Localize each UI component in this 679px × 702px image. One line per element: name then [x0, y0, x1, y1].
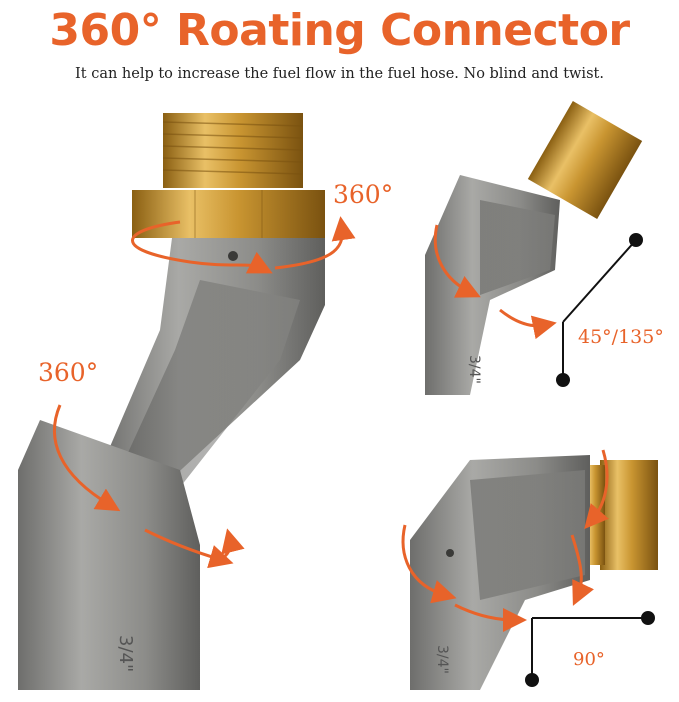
- main-swivel-connector: 3/4": [18, 113, 325, 690]
- angled-swivel-90: 3/4": [410, 455, 658, 690]
- svg-text:3/4": 3/4": [466, 355, 482, 384]
- rotation-label-top: 360°: [333, 180, 394, 209]
- page-title: 360° Roating Connector: [49, 5, 630, 56]
- svg-text:3/4": 3/4": [115, 635, 136, 672]
- angle-90-label: 90°: [573, 649, 605, 670]
- rotation-arrows: [52, 216, 609, 632]
- angled-swivel-45: 3/4": [425, 101, 643, 395]
- page-subtitle: It can help to increase the fuel flow in…: [75, 66, 604, 82]
- svg-text:3/4": 3/4": [434, 645, 450, 674]
- angle-range-label: 45°/135°: [578, 326, 664, 348]
- rotation-label-middle: 360°: [38, 358, 99, 387]
- angle-indicators: [525, 233, 655, 687]
